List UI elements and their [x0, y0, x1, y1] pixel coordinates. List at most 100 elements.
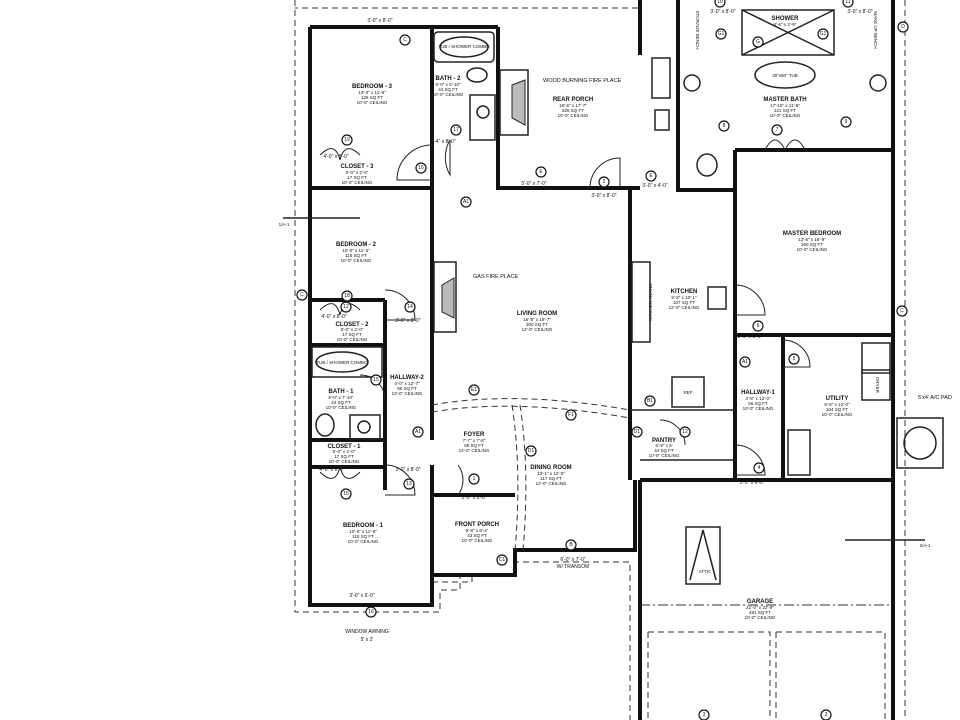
tag-marker: 6 — [752, 320, 764, 332]
tag-label: C — [900, 308, 904, 314]
tag-label: 9 — [845, 119, 848, 125]
tag-circle — [403, 478, 415, 490]
tag-circle — [897, 21, 909, 33]
svg-text:10'-0" CEILING: 10'-0" CEILING — [462, 538, 493, 543]
tag-circle — [598, 176, 610, 188]
tag-label: E — [539, 169, 543, 175]
svg-text:10'-0" CEILING: 10'-0" CEILING — [341, 258, 372, 263]
tag-circle — [739, 356, 751, 368]
svg-text:10'-0" x 11'-8": 10'-0" x 11'-8" — [349, 529, 377, 534]
svg-text:12'-0" CEILING: 12'-0" CEILING — [669, 305, 700, 310]
tag-label: D1 — [634, 429, 641, 435]
svg-text:17'-10" x 11'-9": 17'-10" x 11'-9" — [770, 103, 800, 108]
tag-label: 10 — [717, 0, 723, 5]
door-label: 6'-0" x 7'-0" — [560, 557, 585, 563]
tag-label: 2 — [603, 179, 606, 185]
tag-label: 15 — [373, 377, 379, 383]
tag-circle — [679, 426, 691, 438]
tag-marker: F1 — [565, 409, 577, 421]
door-label: 3'-0" x 8'-0" — [591, 193, 616, 199]
tag-label: B1 — [647, 398, 653, 404]
tag-circle — [565, 539, 577, 551]
svg-text:BATH - 1: BATH - 1 — [329, 389, 355, 395]
svg-text:115 SQ FT: 115 SQ FT — [345, 253, 367, 258]
tag-circle — [468, 384, 480, 396]
tag-circle — [370, 374, 382, 386]
tub-shower-label-2: TUB / SHOWER COMBO — [438, 44, 490, 49]
door-label: 2'-4" x 8'-0" — [430, 139, 455, 145]
tag-circle — [450, 124, 462, 136]
tag-circle — [788, 353, 800, 365]
tag-label: E1 — [471, 387, 477, 393]
tag-marker: 18 — [341, 290, 353, 302]
tag-marker: D1 — [631, 426, 643, 438]
svg-text:CLOSET - 3: CLOSET - 3 — [340, 164, 374, 170]
tag-label: A1 — [415, 429, 421, 435]
tag-marker: B — [565, 539, 577, 551]
svg-text:221 SQ FT: 221 SQ FT — [774, 108, 796, 113]
svg-text:300 SQ FT: 300 SQ FT — [526, 322, 548, 327]
tag-circle — [698, 709, 710, 720]
tag-circle — [460, 196, 472, 208]
tag-marker: 4 — [753, 462, 765, 474]
tag-label: 11 — [845, 0, 850, 5]
tag-circle — [341, 134, 353, 146]
section-marker-1: 1/A-1 — [279, 222, 290, 227]
tag-marker: 2 — [598, 176, 610, 188]
room-label-master-bath: MASTER BATH 17'-10" x 11'-9" 221 SQ FT 1… — [763, 97, 806, 118]
svg-text:8'-6" x 12'-0": 8'-6" x 12'-0" — [824, 402, 850, 407]
tag-circle — [718, 120, 730, 132]
room-label-rear-porch: REAR PORCH 18'-6" x 17'-7" 326 SQ FT 10'… — [553, 97, 593, 118]
tag-circle — [341, 290, 353, 302]
tag-label: B — [569, 542, 573, 548]
tub-label: 30"x60" TUB — [772, 73, 798, 78]
fixture-labels: TUB / SHOWER COMBO TUB / SHOWER COMBO WO… — [279, 11, 952, 643]
tag-marker: A1 — [412, 426, 424, 438]
svg-text:10'-0" CEILING: 10'-0" CEILING — [392, 391, 423, 396]
door-label: 4'-0" x 8'-0" — [321, 314, 346, 320]
svg-text:10'-0" CEILING: 10'-0" CEILING — [743, 406, 774, 411]
tag-label: 16 — [418, 165, 424, 171]
tag-marker: 5 — [788, 353, 800, 365]
svg-text:5'-0" x 2'-0": 5'-0" x 2'-0" — [341, 327, 364, 332]
svg-text:KITCHEN: KITCHEN — [671, 289, 698, 295]
tag-label: 3 — [825, 712, 828, 718]
svg-text:10'-0" CEILING: 10'-0" CEILING — [357, 100, 388, 105]
tag-label: 5 — [793, 356, 796, 362]
svg-text:17 SQ FT: 17 SQ FT — [334, 454, 354, 459]
tag-marker: 3 — [698, 709, 710, 720]
tag-circle — [842, 0, 854, 8]
tag-circle — [645, 170, 657, 182]
tag-label: 18 — [344, 293, 350, 299]
ref-label: REF — [684, 390, 693, 395]
svg-text:10'-0" CEILING: 10'-0" CEILING — [745, 615, 776, 620]
svg-text:5'-0" x 2'-0": 5'-0" x 2'-0" — [346, 170, 369, 175]
shower-dims: 8'-6" x 3'-9" — [774, 22, 797, 27]
svg-text:21'-0" x 22'-9": 21'-0" x 22'-9" — [746, 605, 774, 610]
tag-circle — [340, 301, 352, 313]
tag-label: F1 — [568, 412, 574, 418]
tag-circle — [535, 166, 547, 178]
tag-label: 15 — [343, 491, 349, 497]
room-label-bedroom-2: BEDROOM - 2 10'-0" x 11'-3" 115 SQ FT 10… — [336, 242, 377, 263]
tag-circle — [840, 116, 852, 128]
tag-marker: 17 — [450, 124, 462, 136]
tag-circle — [631, 426, 643, 438]
room-label-living-room: LIVING ROOM 16'-8" x 18'-7" 300 SQ FT 12… — [517, 311, 557, 332]
window-awning-label: WINDOW AWNING — [345, 629, 389, 635]
tag-label: 8 — [723, 123, 726, 129]
door-label: 3'-0" x 8'-0" — [367, 18, 392, 24]
svg-text:481 SQ FT: 481 SQ FT — [749, 610, 771, 615]
svg-text:HALLWAY-1: HALLWAY-1 — [741, 390, 775, 396]
storage-bench-label: STORAGE BENCH — [695, 11, 700, 50]
svg-text:FOYER: FOYER — [464, 432, 485, 438]
svg-text:BEDROOM - 1: BEDROOM - 1 — [343, 523, 384, 529]
svg-text:107 SQ FT: 107 SQ FT — [673, 300, 695, 305]
tag-circle — [468, 473, 480, 485]
tag-label: C — [403, 37, 407, 43]
svg-text:BEDROOM - 2: BEDROOM - 2 — [336, 242, 377, 248]
tag-label: A1 — [463, 199, 469, 205]
tag-marker: B1 — [644, 395, 656, 407]
tag-marker: C1 — [496, 554, 508, 566]
svg-text:10'-0" CEILING: 10'-0" CEILING — [558, 113, 589, 118]
